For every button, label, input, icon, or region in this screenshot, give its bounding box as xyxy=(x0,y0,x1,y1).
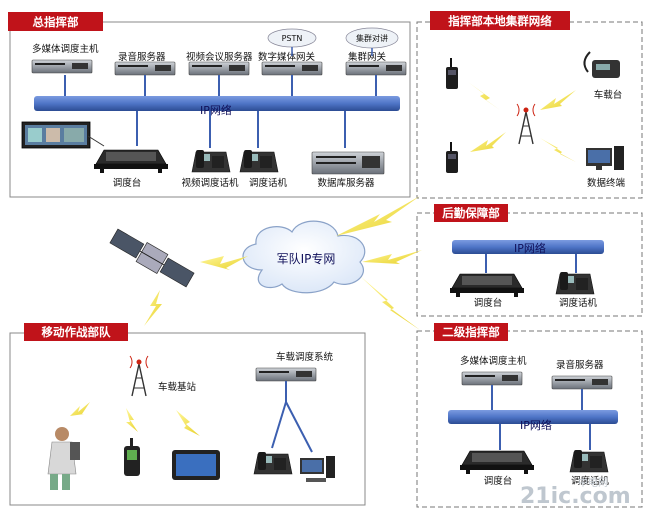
bolt-satellite-cloud xyxy=(200,256,248,270)
mobile-vehicle-system-label: 车载调度系统 xyxy=(276,351,334,363)
handheld-terminal-icon xyxy=(124,438,140,476)
vehicle-radio-icon xyxy=(583,51,620,78)
mobile-title: 移动作战部队 xyxy=(42,325,111,339)
bolt-tablet xyxy=(176,410,200,436)
trunk-bolt-4 xyxy=(540,138,576,162)
hq-ip-label: IP网络 xyxy=(200,103,232,117)
watermark: 21ic.com 中电网 xyxy=(520,476,631,509)
hq-phone-device xyxy=(239,149,279,173)
hq-multimedia-host-label: 多媒体调度主机 xyxy=(32,43,99,55)
trunk-section: 指挥部本地集群网络 车载台 数据终端 xyxy=(416,11,643,199)
second-console-label: 调度台 xyxy=(484,475,513,487)
second-ip-label: IP网络 xyxy=(520,418,552,432)
trunk-talk-label: 集群对讲 xyxy=(356,33,388,43)
bolt-handheld xyxy=(126,408,138,432)
vehicle-radio-label: 车载台 xyxy=(594,89,623,101)
mobile-vehicle-system-device xyxy=(255,367,317,382)
mobile-phone-device xyxy=(253,451,293,475)
second-section: 二级指挥部 多媒体调度主机 录音服务器 IP网络 调度台 调度话机 xyxy=(416,323,643,508)
logistics-phone-label: 调度话机 xyxy=(559,297,598,309)
pstn-label: PSTN xyxy=(282,34,303,43)
logistics-title-bg xyxy=(434,204,508,222)
hq-ip-bus xyxy=(34,96,400,111)
logistics-section: 后勤保障部 IP网络 调度台 调度话机 xyxy=(416,204,643,317)
trunk-bolt-3 xyxy=(540,90,576,110)
mobile-title-bg xyxy=(24,323,128,341)
digital-media-gw-device xyxy=(261,61,323,76)
multimedia-host-device xyxy=(31,59,93,74)
logistics-phone-device xyxy=(555,271,595,295)
second-title-bg xyxy=(434,323,508,341)
pstn-cloud-icon: PSTN xyxy=(267,28,317,48)
hq-recording-server-label: 录音服务器 xyxy=(118,51,166,63)
trunk-bolt-1 xyxy=(468,82,500,110)
video-conf-server-device xyxy=(188,61,250,76)
mobile-base-station-label: 车载基站 xyxy=(158,381,197,393)
hq-video-conf-server-label: 视频会议服务器 xyxy=(186,51,253,63)
bolt-cloud-second xyxy=(360,276,420,330)
second-multimedia-host-label: 多媒体调度主机 xyxy=(460,355,527,367)
hq-monitor-icon xyxy=(21,121,105,149)
second-recording-server-label: 录音服务器 xyxy=(556,359,604,371)
trunk-bolt-2 xyxy=(470,132,506,152)
mobile-section: 移动作战部队 车载基站 车载调度系统 xyxy=(9,323,366,506)
logistics-ip-label: IP网络 xyxy=(514,241,546,255)
trunk-title-bg xyxy=(430,11,570,30)
bolt-cloud-trunk xyxy=(336,196,420,236)
bolt-soldier xyxy=(70,402,90,416)
tablet-icon xyxy=(172,450,220,480)
second-ip-bus xyxy=(448,410,618,424)
second-phone-label: 调度话机 xyxy=(571,475,610,487)
hq-trunk-gw-label: 集群网关 xyxy=(348,51,387,63)
hq-digital-media-gw-label: 数字媒体网关 xyxy=(258,51,316,63)
logistics-title: 后勤保障部 xyxy=(442,206,500,220)
military-ip-cloud: 军队IP专网 xyxy=(242,220,366,294)
recording-server-device xyxy=(114,61,176,76)
bolt-satellite-mobile xyxy=(144,290,162,326)
second-multimedia-host-device xyxy=(461,371,523,386)
second-phone-device xyxy=(569,449,609,473)
hq-section: 总指挥部 多媒体调度主机 录音服务器 视频会议服务器 数字媒体网关 集群网关 P… xyxy=(8,12,411,198)
second-title: 二级指挥部 xyxy=(442,325,500,339)
trunk-title: 指挥部本地集群网络 xyxy=(448,14,552,28)
hq-video-phone-device xyxy=(191,149,231,173)
hq-db-server-device xyxy=(311,151,385,175)
soldier-icon xyxy=(47,427,80,490)
hq-db-server-label: 数据库服务器 xyxy=(317,177,375,189)
cloud-label: 军队IP专网 xyxy=(277,251,336,266)
watermark-sub: 中电网 xyxy=(578,476,608,489)
trunk-gw-device xyxy=(345,61,407,76)
logistics-console-label: 调度台 xyxy=(474,297,503,309)
second-recording-server-device xyxy=(551,375,613,390)
mobile-pc-icon xyxy=(300,456,335,482)
satellite-icon xyxy=(109,228,195,288)
hq-video-phone-label: 视频调度话机 xyxy=(181,177,239,189)
hq-title-bg xyxy=(8,12,103,31)
hq-console-label: 调度台 xyxy=(113,177,142,189)
data-terminal-icon xyxy=(586,146,624,170)
trunk-talk-cloud-icon: 集群对讲 xyxy=(345,27,399,49)
logistics-frame xyxy=(416,212,643,317)
hq-title: 总指挥部 xyxy=(33,15,79,29)
watermark-main: 21ic.com xyxy=(520,484,631,509)
bolt-cloud-logistics xyxy=(362,250,422,264)
logistics-ip-bus xyxy=(452,240,604,254)
data-terminal-label: 数据终端 xyxy=(587,177,626,189)
hq-phone-label: 调度话机 xyxy=(249,177,288,189)
